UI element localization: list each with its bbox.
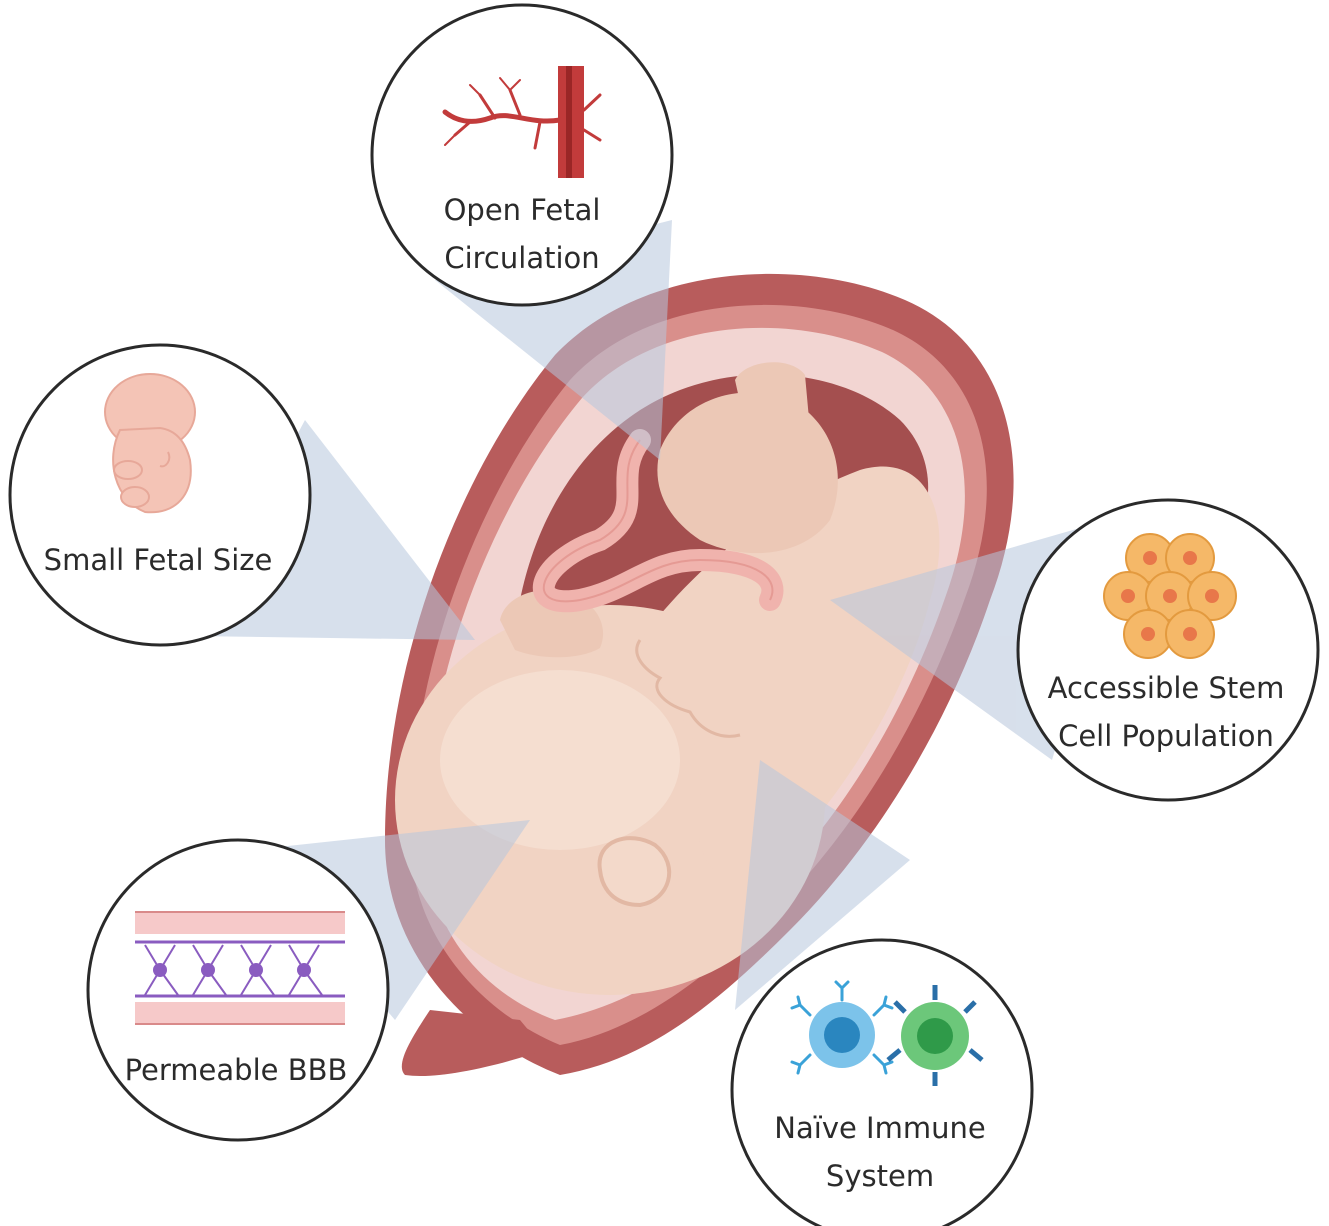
- feature-circle: [88, 840, 388, 1140]
- feature-label-line2: System: [826, 1159, 934, 1193]
- feature-label-line2: Circulation: [444, 241, 599, 275]
- feature-label-line1: Open Fetal: [444, 193, 601, 227]
- feature-label-line1: Small Fetal Size: [44, 543, 273, 577]
- feature-label-line1: Naïve Immune: [774, 1111, 985, 1145]
- fetus-foot: [735, 362, 810, 437]
- fetus-ear: [600, 838, 670, 905]
- feature-accessible-stem-cells: Accessible Stem Cell Population: [1018, 500, 1318, 800]
- feature-small-fetal-size: Small Fetal Size: [10, 345, 310, 645]
- feature-permeable-bbb: Permeable BBB: [88, 840, 388, 1140]
- feature-label-line1: Permeable BBB: [125, 1053, 348, 1087]
- feature-naive-immune-system: Naïve Immune System: [732, 940, 1032, 1226]
- feature-open-fetal-circulation: Open Fetal Circulation: [372, 5, 672, 305]
- feature-label-line2: Cell Population: [1058, 719, 1274, 753]
- feature-label-line1: Accessible Stem: [1048, 671, 1285, 705]
- fetus-head-highlight: [440, 670, 680, 850]
